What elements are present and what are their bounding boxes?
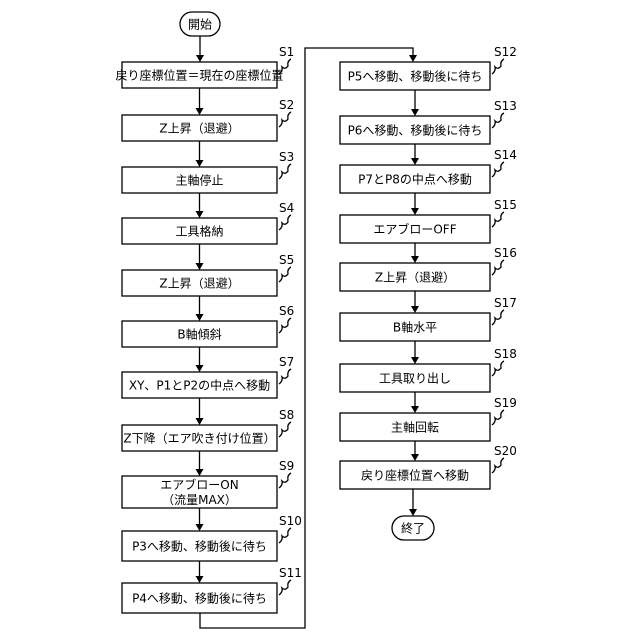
step-text-s18: 工具取り出し bbox=[379, 372, 451, 386]
step-pointer-s6 bbox=[279, 318, 291, 333]
step-label-s1: S1 bbox=[279, 45, 294, 59]
start-label: 開始 bbox=[188, 18, 212, 32]
step-label-s11: S11 bbox=[279, 566, 302, 580]
step-text-s6: B軸傾斜 bbox=[177, 328, 221, 342]
step-pointer-s5 bbox=[279, 267, 291, 282]
step-pointer-s11 bbox=[279, 580, 291, 595]
step-text-s14: P7とP8の中点へ移動 bbox=[358, 172, 472, 187]
step-pointer-s4 bbox=[279, 215, 291, 230]
step-pointer-s15 bbox=[492, 212, 504, 227]
arrowhead-s19 bbox=[411, 454, 419, 461]
step-label-s17: S17 bbox=[494, 296, 517, 310]
arrowhead-s10 bbox=[196, 576, 204, 583]
arrowhead-s1 bbox=[196, 108, 204, 115]
step-text-s3: 主軸停止 bbox=[175, 173, 223, 188]
arrowhead-s5 bbox=[196, 314, 204, 321]
end-label: 終了 bbox=[401, 521, 425, 536]
left-column: 戻り座標位置＝現在の座標位置S1Z上昇（退避）S2主軸停止S3工具格納S4Z上昇… bbox=[115, 45, 301, 613]
step-text-s5: Z上昇（退避） bbox=[159, 277, 239, 291]
arrowhead-s17 bbox=[411, 357, 419, 364]
step-label-s12: S12 bbox=[494, 45, 517, 59]
arrowhead-s9 bbox=[196, 524, 204, 531]
step-label-s3: S3 bbox=[279, 150, 294, 164]
step-text-s9: （流量MAX） bbox=[162, 493, 237, 507]
arrowhead-s14 bbox=[411, 208, 419, 215]
step-pointer-s17 bbox=[492, 310, 504, 325]
step-label-s18: S18 bbox=[494, 347, 517, 361]
step-label-s9: S9 bbox=[279, 459, 294, 473]
step-label-s15: S15 bbox=[494, 198, 517, 212]
step-text-s12: P5へ移動、移動後に待ち bbox=[348, 70, 483, 84]
arrowhead-s16 bbox=[411, 306, 419, 313]
step-text-s13: P6へ移動、移動後に待ち bbox=[348, 124, 483, 138]
end-arrowhead bbox=[409, 509, 417, 516]
step-pointer-s13 bbox=[492, 113, 504, 128]
arrowhead-s12 bbox=[411, 109, 419, 116]
step-label-s5: S5 bbox=[279, 253, 294, 267]
arrowhead-s4 bbox=[196, 263, 204, 270]
step-pointer-s10 bbox=[279, 528, 291, 543]
step-text-s4: 工具格納 bbox=[175, 224, 223, 239]
step-text-s9: エアブローON bbox=[160, 477, 238, 492]
step-pointer-s2 bbox=[279, 112, 291, 127]
step-pointer-s8 bbox=[279, 422, 291, 437]
step-label-s13: S13 bbox=[494, 99, 517, 113]
step-label-s7: S7 bbox=[279, 355, 294, 369]
arrowhead-s2 bbox=[196, 160, 204, 167]
arrowhead-s15 bbox=[411, 256, 419, 263]
step-pointer-s20 bbox=[492, 458, 504, 473]
arrowhead-s18 bbox=[411, 406, 419, 413]
step-text-s8: Z下降（エア吹き付け位置） bbox=[123, 431, 275, 446]
step-text-s10: P3へ移動、移動後に待ち bbox=[132, 540, 267, 554]
step-text-s15: エアブローOFF bbox=[373, 222, 456, 237]
arrowhead-s3 bbox=[196, 211, 204, 218]
step-text-s2: Z上昇（退避） bbox=[159, 122, 239, 136]
step-pointer-s12 bbox=[492, 59, 504, 74]
column-connector-arrowhead bbox=[409, 55, 417, 62]
step-label-s16: S16 bbox=[494, 246, 517, 260]
step-text-s7: XY、P1とP2の中点へ移動 bbox=[129, 378, 270, 393]
step-text-s1: 戻り座標位置＝現在の座標位置 bbox=[115, 68, 283, 83]
step-text-s20: 戻り座標位置へ移動 bbox=[361, 468, 469, 483]
step-label-s2: S2 bbox=[279, 98, 294, 112]
arrowhead-s13 bbox=[411, 158, 419, 165]
step-pointer-s18 bbox=[492, 361, 504, 376]
step-label-s8: S8 bbox=[279, 408, 294, 422]
step-pointer-s3 bbox=[279, 164, 291, 179]
start-arrowhead bbox=[196, 55, 204, 62]
step-label-s19: S19 bbox=[494, 396, 517, 410]
step-label-s6: S6 bbox=[279, 304, 294, 318]
arrowhead-s8 bbox=[196, 469, 204, 476]
step-text-s17: B軸水平 bbox=[393, 321, 437, 335]
step-pointer-s7 bbox=[279, 369, 291, 384]
arrowhead-s6 bbox=[196, 365, 204, 372]
step-text-s11: P4へ移動、移動後に待ち bbox=[132, 592, 267, 606]
step-label-s20: S20 bbox=[494, 444, 517, 458]
arrowhead-s7 bbox=[196, 418, 204, 425]
step-pointer-s16 bbox=[492, 260, 504, 275]
step-pointer-s9 bbox=[279, 473, 291, 488]
step-pointer-s19 bbox=[492, 410, 504, 425]
step-pointer-s1 bbox=[279, 59, 291, 74]
step-text-s19: 主軸回転 bbox=[391, 421, 439, 435]
step-label-s10: S10 bbox=[279, 514, 302, 528]
step-text-s16: Z上昇（退避） bbox=[375, 271, 455, 285]
step-label-s4: S4 bbox=[279, 201, 294, 215]
right-column: P5へ移動、移動後に待ち S12P6へ移動、移動後に待ち S13P7とP8の中点へ移… bbox=[340, 45, 517, 489]
step-label-s14: S14 bbox=[494, 148, 517, 162]
step-pointer-s14 bbox=[492, 162, 504, 177]
